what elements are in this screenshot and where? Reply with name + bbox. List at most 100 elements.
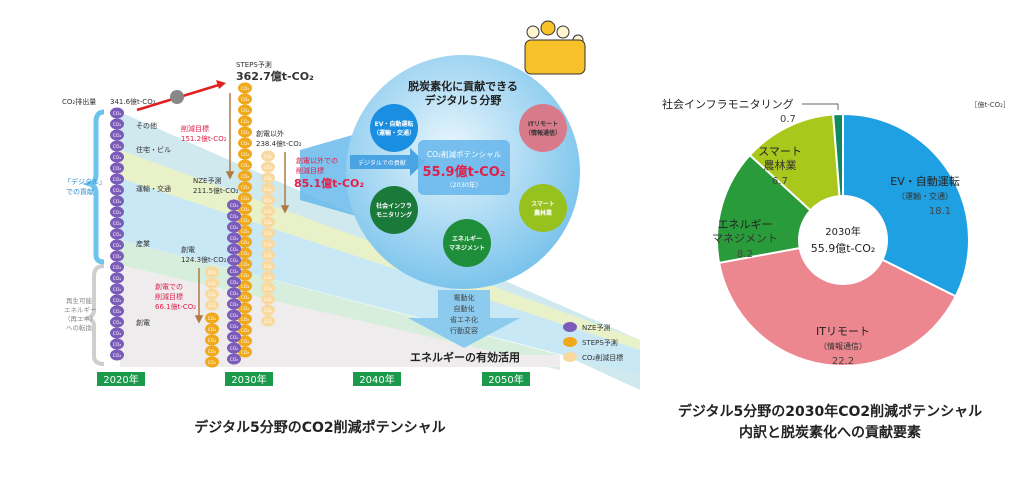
potential-value: 55.9億t-CO₂ <box>423 164 506 180</box>
svg-text:CO₂: CO₂ <box>113 232 122 238</box>
nze-value: 211.5億t-CO₂ <box>193 186 239 195</box>
svg-text:CO₂: CO₂ <box>230 346 239 352</box>
co2-icon-nze-2030: CO₂ <box>227 342 241 354</box>
svg-text:CO₂: CO₂ <box>208 281 217 287</box>
svg-text:CO₂: CO₂ <box>230 214 239 220</box>
svg-text:CO₂: CO₂ <box>230 269 239 275</box>
co2-icon-target: CO₂ <box>261 249 275 261</box>
sector-transport: 運輸・交通 <box>136 184 171 193</box>
co2-icon-steps: CO₂ <box>238 335 252 347</box>
co2-icon-steps: CO₂ <box>238 115 252 127</box>
renew-brace <box>81 264 105 366</box>
svg-text:CO₂: CO₂ <box>241 218 250 224</box>
co2-icon-target: CO₂ <box>205 299 219 311</box>
co2-icon-nze-2030: CO₂ <box>227 331 241 343</box>
renew-label: 再生可能 <box>66 296 93 305</box>
co2-icon-steps: CO₂ <box>238 269 252 281</box>
co2-icon-nze-2020: CO₂ <box>110 338 124 350</box>
svg-text:CO₂: CO₂ <box>230 280 239 286</box>
svg-text:CO₂: CO₂ <box>113 166 122 172</box>
slice-label: EV・自動運転（運輸・交通）18.1 <box>890 174 959 217</box>
donut-hole <box>798 195 888 285</box>
co2-infographic: CO₂CO₂CO₂CO₂CO₂CO₂CO₂CO₂CO₂CO₂CO₂CO₂CO₂C… <box>62 20 640 390</box>
svg-text:CO₂: CO₂ <box>113 122 122 128</box>
sector-other: その他 <box>136 121 157 130</box>
svg-text:CO₂: CO₂ <box>208 303 217 309</box>
svg-text:CO₂: CO₂ <box>113 188 122 194</box>
svg-text:CO₂: CO₂ <box>241 273 250 279</box>
digital-arrow <box>350 148 425 176</box>
svg-text:22.2: 22.2 <box>832 356 854 367</box>
co2-icon-target: CO₂ <box>261 205 275 217</box>
co2-icon-nze-2020: CO₂ <box>110 228 124 240</box>
co2-icon-nze-2020: CO₂ <box>110 250 124 262</box>
co2-icon-target: CO₂ <box>205 288 219 300</box>
co2-icon-target: CO₂ <box>261 161 275 173</box>
year-2040: 2040年 <box>359 373 394 386</box>
co2-icon-steps: CO₂ <box>238 104 252 116</box>
svg-text:CO₂: CO₂ <box>208 270 217 276</box>
co2-icon-steps: CO₂ <box>238 93 252 105</box>
renew-label: への転換 <box>66 323 93 332</box>
svg-text:CO₂: CO₂ <box>113 210 122 216</box>
sector-power: 創電 <box>136 318 150 327</box>
svg-text:CO₂: CO₂ <box>241 130 250 136</box>
power-target-value: 66.1億t-CO₂ <box>155 302 196 311</box>
svg-text:CO₂: CO₂ <box>113 221 122 227</box>
svg-text:CO₂: CO₂ <box>241 86 250 92</box>
svg-text:農林業: 農林業 <box>764 158 797 172</box>
co2-icon-nze-2020: CO₂ <box>110 283 124 295</box>
year-2020: 2020年 <box>103 373 138 386</box>
co2-icon-steps: CO₂ <box>205 323 219 335</box>
svg-text:CO₂: CO₂ <box>264 176 273 182</box>
co2-icon-nze-2030: CO₂ <box>227 353 241 365</box>
svg-text:0.7: 0.7 <box>780 114 796 125</box>
co2-icon-target: CO₂ <box>261 172 275 184</box>
svg-text:CO₂: CO₂ <box>264 286 273 292</box>
svg-text:CO₂: CO₂ <box>113 265 122 271</box>
co2-icon-target: CO₂ <box>261 183 275 195</box>
power-label: 創電 <box>181 245 195 254</box>
co2-icon-nze-2030: CO₂ <box>227 232 241 244</box>
svg-text:CO₂: CO₂ <box>264 264 273 270</box>
arrow-item: 自動化 <box>454 304 475 313</box>
steps-label: STEPS予測 <box>236 60 272 69</box>
co2-icon-nze-2030: CO₂ <box>227 320 241 332</box>
potential-year: （2030年） <box>446 180 482 189</box>
slice-label: ITリモート （情報通信） 22.2 <box>816 325 870 367</box>
svg-text:CO₂: CO₂ <box>241 174 250 180</box>
co2-icon-target: CO₂ <box>261 238 275 250</box>
globe-title-2: デジタル５分野 <box>425 93 502 107</box>
svg-text:CO₂: CO₂ <box>241 108 250 114</box>
co2-icon-target: CO₂ <box>261 194 275 206</box>
svg-text:CO₂: CO₂ <box>241 306 250 312</box>
svg-text:CO₂: CO₂ <box>241 152 250 158</box>
field-label: ITリモート <box>528 121 558 128</box>
field-label: 社会インフラ <box>375 202 412 210</box>
right-caption: デジタル5分野の2030年CO2削減ポテンシャル 内訳と脱炭素化への貢献要素 <box>620 402 1024 444</box>
arrow-item: 行動変容 <box>450 326 478 335</box>
svg-text:CO₂: CO₂ <box>230 247 239 253</box>
svg-text:CO₂: CO₂ <box>113 276 122 282</box>
power-target-1: 創電での <box>155 282 183 291</box>
svg-text:STEPS予測: STEPS予測 <box>582 338 618 347</box>
reduction-arrows <box>194 93 290 324</box>
reduction-target-value: 151.2億t-CO₂ <box>181 134 227 143</box>
svg-text:CO₂: CO₂ <box>264 253 273 259</box>
non-power-label: 創電以外 <box>256 129 284 138</box>
co2-icon-steps: CO₂ <box>238 346 252 358</box>
field-label: 農林業 <box>534 209 553 217</box>
digital-label-1: 「デジタル」 <box>64 177 106 186</box>
co2-icon-nze-2020: CO₂ <box>110 195 124 207</box>
svg-text:CO₂: CO₂ <box>208 292 217 298</box>
svg-text:ITリモート: ITリモート <box>816 325 870 338</box>
svg-text:CO₂: CO₂ <box>241 328 250 334</box>
svg-text:CO₂: CO₂ <box>264 154 273 160</box>
svg-text:（情報通信）: （情報通信） <box>819 341 867 351</box>
svg-text:CO₂: CO₂ <box>264 275 273 281</box>
svg-text:CO₂: CO₂ <box>113 309 122 315</box>
svg-text:18.1: 18.1 <box>929 206 951 217</box>
